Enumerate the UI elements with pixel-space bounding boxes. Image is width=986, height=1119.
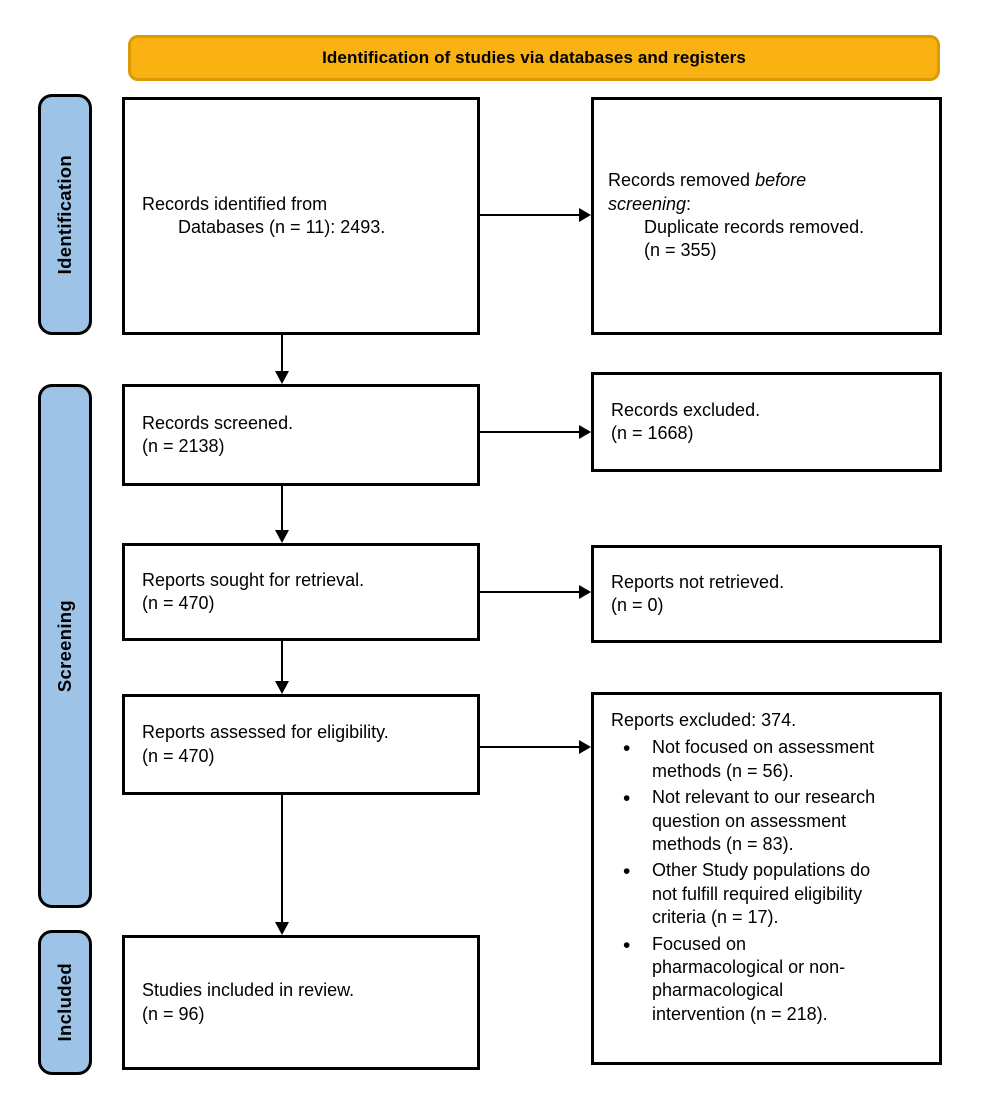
- records-identified-line1: Records identified from: [142, 193, 328, 214]
- reports-excluded-bullet-list: Not focused on assessment methods (n = 5…: [611, 735, 931, 1029]
- records-excluded-line2: (n = 1668): [611, 423, 694, 443]
- reports-sought-line2: (n = 470): [142, 593, 215, 613]
- stage-label-identification: Identification: [38, 94, 92, 335]
- banner-title-text: Identification of studies via databases …: [322, 48, 746, 67]
- stage-label-included: Included: [38, 930, 92, 1075]
- stage-included-text: Included: [54, 963, 75, 1042]
- records-removed-post: :: [686, 193, 692, 214]
- records-removed-pre: Records removed: [608, 170, 756, 191]
- box-reports-sought: Reports sought for retrieval. (n = 470): [122, 543, 480, 641]
- stage-identification-text: Identification: [54, 154, 75, 275]
- arrow-screened-to-sought: [275, 486, 289, 543]
- arrow-sought-to-not-retrieved: [480, 585, 591, 599]
- records-removed-heading: Records removed before screening:: [608, 169, 927, 216]
- box-records-identified: Records identified from Databases (n = 1…: [122, 97, 480, 335]
- studies-included-line1: Studies included in review.: [142, 980, 355, 1001]
- arrow-assessed-to-included: [275, 795, 289, 935]
- arrow-sought-to-assessed: [275, 641, 289, 694]
- reports-assessed-line1: Reports assessed for eligibility.: [142, 722, 389, 743]
- studies-included-line2: (n = 96): [142, 1003, 205, 1024]
- arrow-screened-to-excluded: [480, 425, 591, 439]
- stage-label-screening: Screening: [38, 384, 92, 908]
- box-records-screened: Records screened. (n = 2138): [122, 384, 480, 486]
- banner-title: Identification of studies via databases …: [128, 35, 940, 81]
- stage-screening-text: Screening: [54, 599, 75, 693]
- records-excluded-line1: Records excluded.: [611, 399, 761, 420]
- records-removed-italic: before screening: [608, 170, 807, 214]
- records-removed-count: (n = 355): [644, 240, 717, 261]
- reports-excluded-bullet-1: Not focused on assessment methods (n = 5…: [611, 735, 931, 783]
- box-studies-included: Studies included in review. (n = 96): [122, 935, 480, 1070]
- box-reports-assessed: Reports assessed for eligibility. (n = 4…: [122, 694, 480, 795]
- records-screened-line1: Records screened.: [142, 412, 294, 433]
- box-reports-excluded-details: Reports excluded: 374. Not focused on as…: [591, 692, 942, 1065]
- arrow-assessed-to-excluded-details: [480, 740, 591, 754]
- reports-excluded-bullet-2: Not relevant to our research question on…: [611, 785, 931, 856]
- reports-excluded-bullet-4: Focused on pharmacological or non- pharm…: [611, 932, 931, 1027]
- records-identified-line2: Databases (n = 11): 2493.: [178, 217, 386, 237]
- arrow-identified-to-screened: [275, 335, 289, 384]
- arrow-identified-to-removed: [480, 208, 591, 222]
- reports-not-retrieved-line1: Reports not retrieved.: [611, 571, 785, 592]
- box-records-removed: Records removed before screening: Duplic…: [591, 97, 942, 335]
- reports-assessed-line2: (n = 470): [142, 745, 215, 766]
- reports-excluded-bullet-3: Other Study populations do not fulfill r…: [611, 858, 931, 929]
- reports-sought-line1: Reports sought for retrieval.: [142, 569, 365, 590]
- box-records-excluded: Records excluded. (n = 1668): [591, 372, 942, 472]
- reports-excluded-heading: Reports excluded: 374.: [611, 710, 797, 730]
- box-reports-not-retrieved: Reports not retrieved. (n = 0): [591, 545, 942, 643]
- reports-not-retrieved-line2: (n = 0): [611, 595, 664, 615]
- records-screened-line2: (n = 2138): [142, 436, 225, 456]
- records-removed-detail: Duplicate records removed.: [644, 217, 865, 237]
